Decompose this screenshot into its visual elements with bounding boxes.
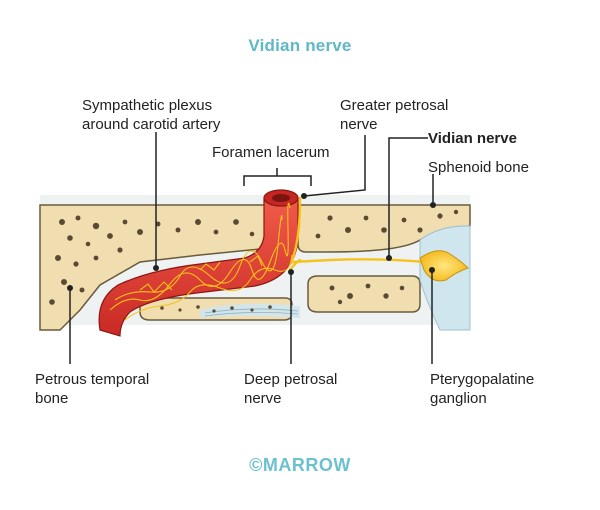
greater-petrosal-nerve-path [290,196,302,262]
label-pterygopalatine-ganglion: Pterygopalatine ganglion [430,370,534,408]
label-deep-petrosal: Deep petrosal nerve [244,370,337,408]
label-petrous-temporal-bone: Petrous temporal bone [35,370,149,408]
diagram-title: Vidian nerve [248,36,352,55]
label-vidian-nerve: Vidian nerve [428,130,517,147]
label-greater-petrosal: Greater petrosal nerve [340,96,448,134]
label-greater-petrosal-line2: nerve [340,116,378,133]
copyright-credit: ©MARROW [249,455,351,475]
vidian-nerve-path [290,258,427,264]
deep-petrosal-nerve-path [288,258,302,272]
sympathetic-plexus [109,202,293,321]
label-petrous-line1: Petrous temporal [35,371,150,388]
nerves [288,196,427,272]
label-greater-petrosal-line1: Greater petrosal [340,97,449,114]
leader-foramen-bracket [243,168,312,186]
leader-vidian [388,137,428,258]
label-pterygopalatine-line1: Pterygopalatine [430,371,535,388]
foramen-lacerum-fluid [200,303,300,318]
sphenoid-bone-lower [307,275,421,313]
label-deep-petrosal-line2: nerve [244,390,282,407]
label-deep-petrosal-line1: Deep petrosal [244,371,338,388]
label-sympathetic-plexus: Sympathetic plexus around carotid artery [82,96,220,134]
leader-lines [69,132,434,364]
label-sympathetic-line2: around carotid artery [82,116,221,133]
label-foramen-lacerum: Foramen lacerum [212,144,330,161]
label-petrous-line2: bone [35,390,69,407]
label-pterygopalatine-line2: ganglion [430,390,487,407]
bone-trabeculae [49,209,459,313]
leader-greater-petrosal [303,135,366,197]
label-sphenoid-bone: Sphenoid bone [428,159,529,176]
leader-dots [67,193,436,291]
label-sympathetic-line1: Sympathetic plexus [82,97,213,114]
